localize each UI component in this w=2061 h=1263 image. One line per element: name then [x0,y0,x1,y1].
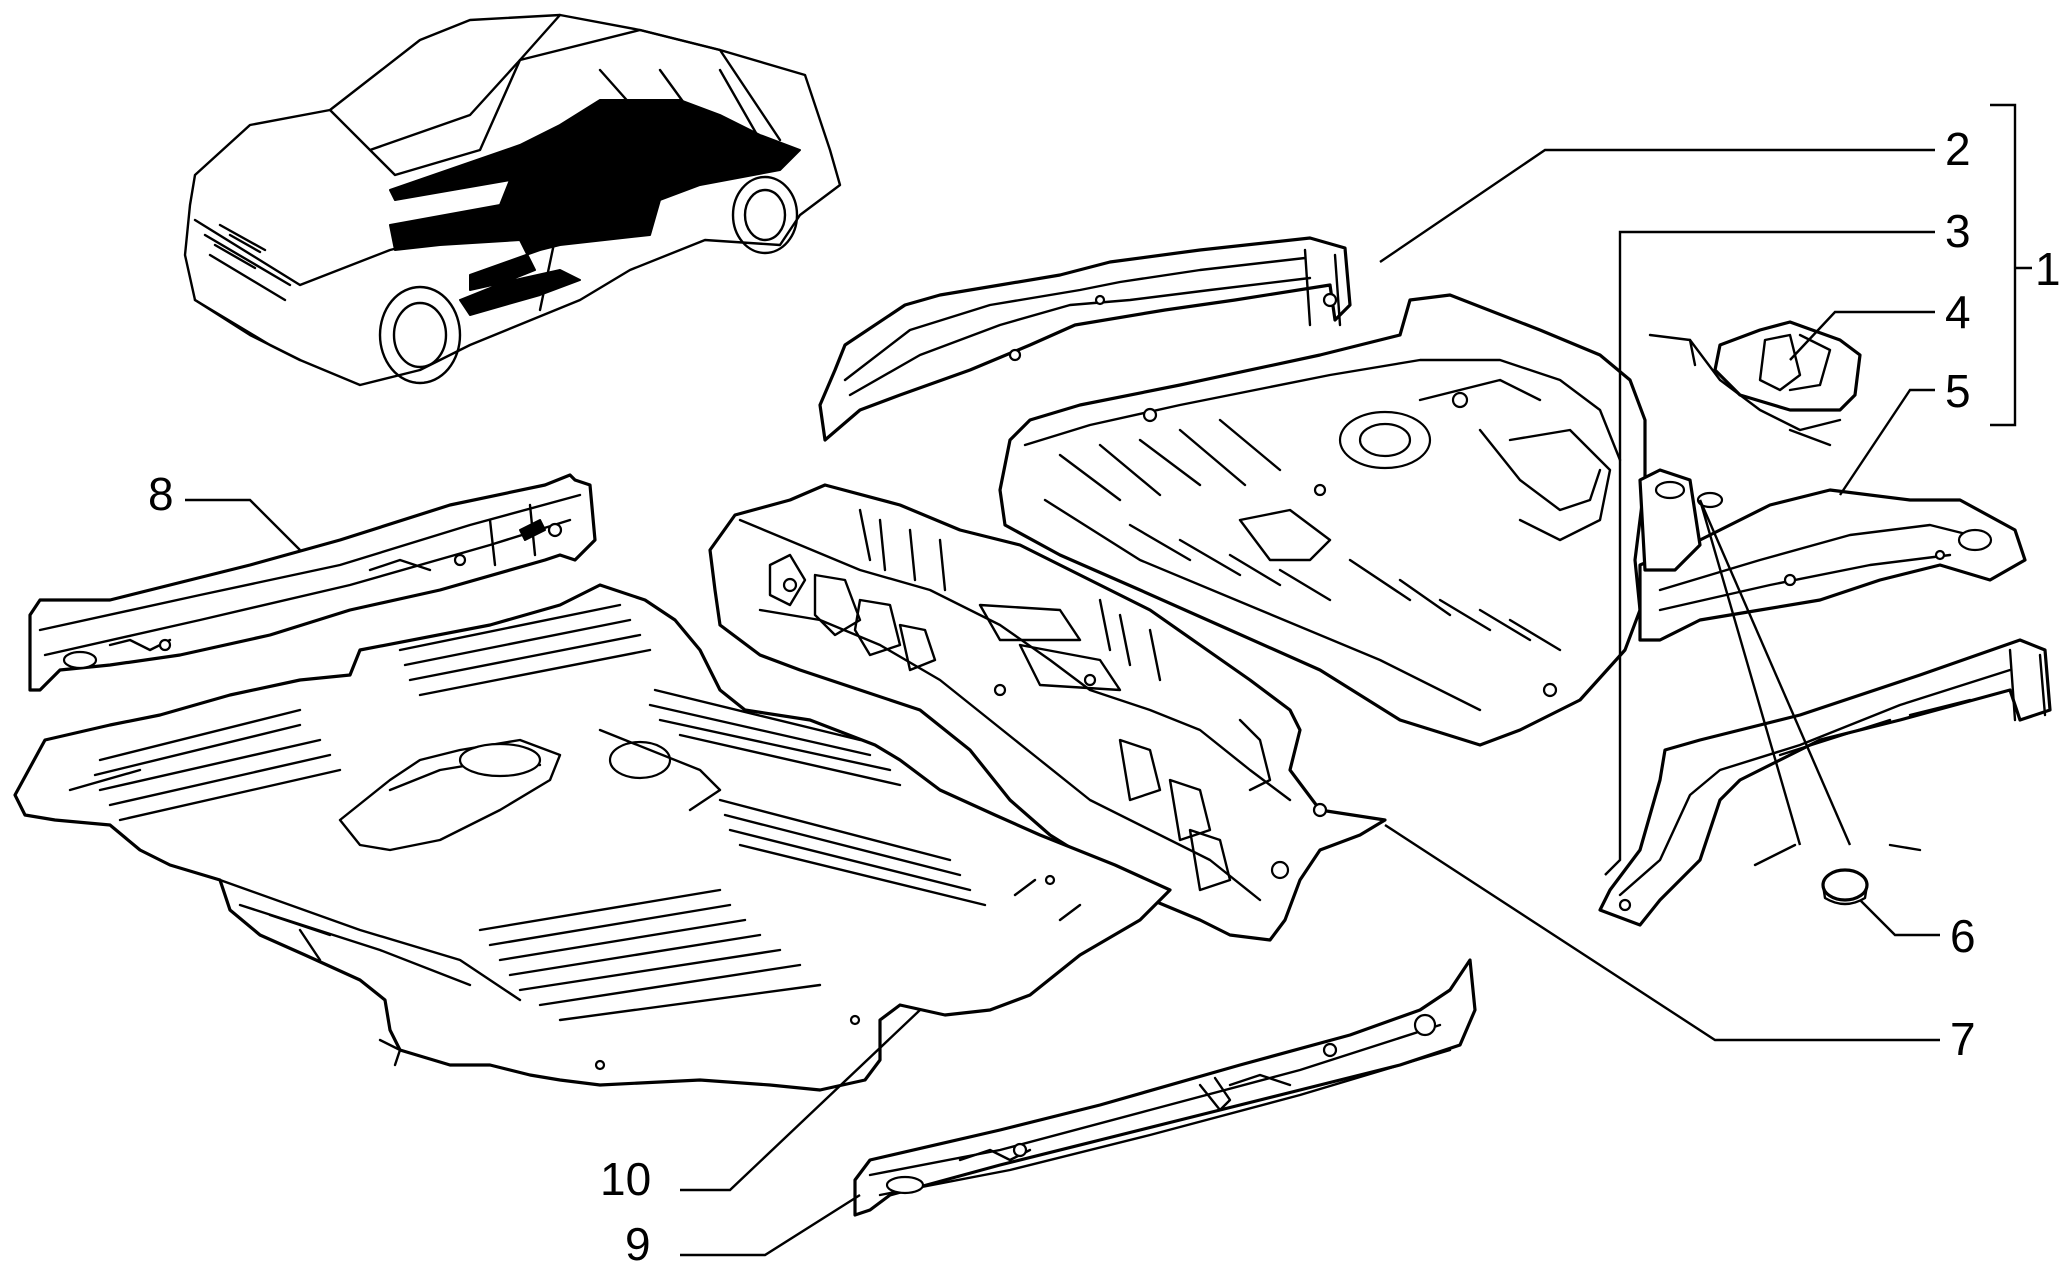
car-locator-illustration [183,13,842,387]
part-7-central-tunnel [708,483,1387,942]
part-8-left-side-sill [28,473,597,692]
part-4-jack-bracket [1648,320,1862,447]
jack-reinforcement-insert [1638,468,1724,572]
callout-10: 10 [600,1153,651,1205]
highlighted-floor-area-icon [389,99,801,316]
callout-8: 8 [148,468,174,520]
part-5-rear-crossmember [1638,488,2027,642]
callout-6: 6 [1950,910,1976,962]
leader-lines [185,103,2032,1257]
part-10-front-floor-pan [13,583,1172,1092]
part-9-right-side-sill [853,958,1477,1217]
callout-labels: 1 2 3 4 5 6 7 8 9 10 [148,123,2061,1263]
callout-5: 5 [1945,365,1971,417]
part-6-rubber-plug [1753,843,1922,906]
callout-9: 9 [625,1218,651,1263]
callout-7: 7 [1950,1013,1976,1065]
callout-3: 3 [1945,205,1971,257]
part-3-lower-rear-rail [1598,638,2052,927]
callout-2: 2 [1945,123,1971,175]
callout-4: 4 [1945,286,1971,338]
part-2-rear-longitudinal-rail [818,236,1352,442]
rear-floor-pan [998,293,1647,747]
callout-1: 1 [2035,243,2061,295]
